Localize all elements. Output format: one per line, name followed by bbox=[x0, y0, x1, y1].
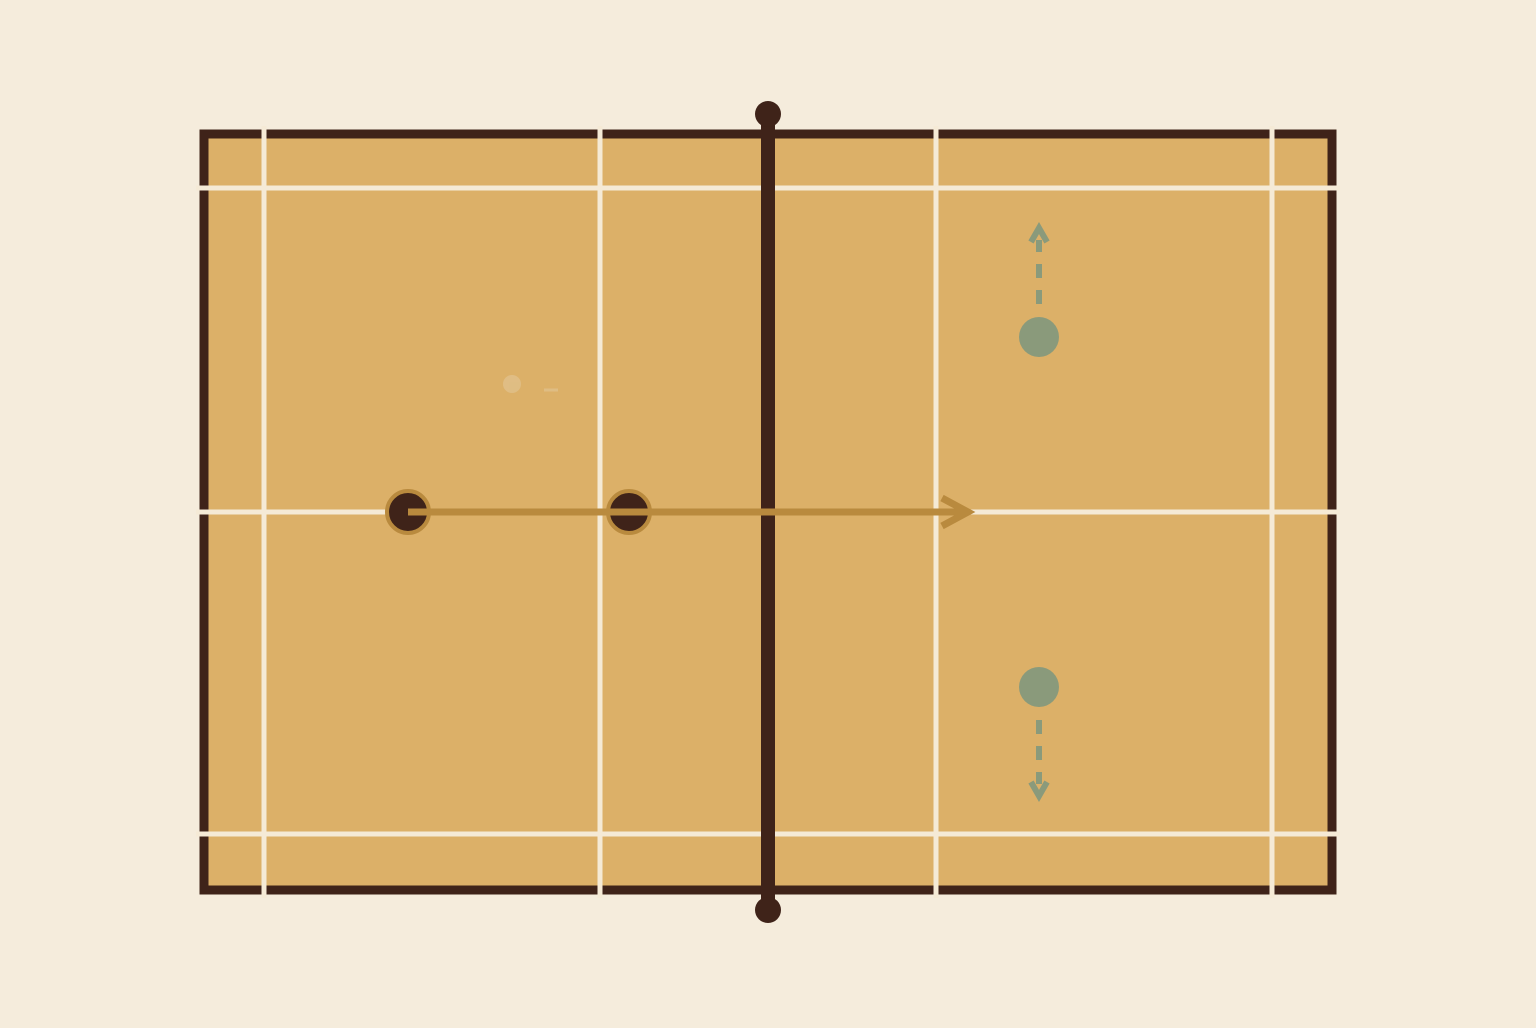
arrow-down-icon bbox=[1028, 780, 1050, 803]
pass-arrow bbox=[408, 494, 976, 530]
green-player-dot bbox=[1019, 667, 1059, 707]
green-player-dot bbox=[1019, 317, 1059, 357]
net-post-bottom bbox=[755, 897, 781, 923]
arrow-right-icon bbox=[940, 494, 976, 530]
arrow-up-icon bbox=[1028, 221, 1050, 244]
faint-dot bbox=[503, 375, 521, 393]
net-post-top bbox=[755, 101, 781, 127]
team-b-movements bbox=[1028, 221, 1050, 803]
faint-marker bbox=[503, 375, 558, 393]
team-b-players bbox=[1019, 317, 1059, 707]
